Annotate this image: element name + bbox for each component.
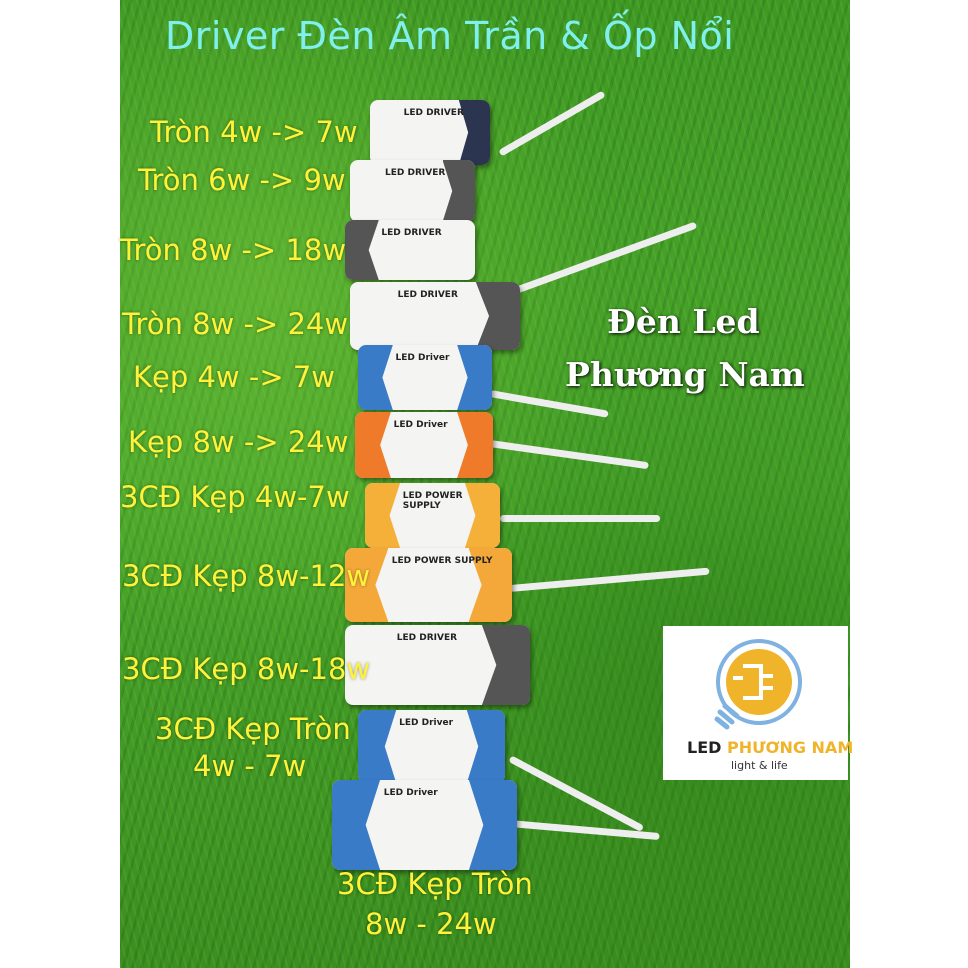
driver-10: LED Driver <box>358 710 505 783</box>
driver-2: LED DRIVER <box>350 160 475 222</box>
brand-line-1: Đèn Led <box>607 302 760 341</box>
driver-8: LED POWER SUPPLY <box>345 548 512 622</box>
label: Kẹp 4w -> 7w <box>133 360 336 394</box>
driver-6: LED Driver <box>355 412 493 478</box>
bulb-plug-icon <box>714 639 802 730</box>
label: 4w - 7w <box>193 749 307 783</box>
label: 3CĐ Kẹp Tròn <box>155 712 351 746</box>
page-title: Driver Đèn Âm Trần & Ốp Nổi <box>165 14 735 58</box>
driver-1: LED DRIVER <box>370 100 490 165</box>
brand-line-2: Phương Nam <box>565 355 805 394</box>
label: Tròn 8w -> 18w <box>120 233 347 267</box>
label: Tròn 4w -> 7w <box>150 115 358 149</box>
driver-11: LED Driver <box>332 780 517 870</box>
logo-tagline: light & life <box>731 759 788 772</box>
label: 3CĐ Kẹp Tròn <box>337 867 533 901</box>
driver-4: LED DRIVER <box>350 282 520 350</box>
logo: LED PHƯƠNG NAM light & life <box>663 626 853 780</box>
label: 8w - 24w <box>365 907 497 941</box>
label: 3CĐ Kẹp 8w-18w <box>122 652 371 686</box>
driver-7: LED POWER SUPPLY <box>365 483 500 548</box>
driver-3: LED DRIVER <box>345 220 475 280</box>
label: Tròn 6w -> 9w <box>138 163 346 197</box>
logo-name: LED PHƯƠNG NAM <box>687 738 854 757</box>
driver-5: LED Driver <box>358 345 492 410</box>
label: Tròn 8w -> 24w <box>122 307 349 341</box>
label: Kẹp 8w -> 24w <box>128 425 349 459</box>
driver-9: LED DRIVER <box>345 625 530 705</box>
label: 3CĐ Kẹp 4w-7w <box>120 480 350 514</box>
label: 3CĐ Kẹp 8w-12w <box>122 559 371 593</box>
